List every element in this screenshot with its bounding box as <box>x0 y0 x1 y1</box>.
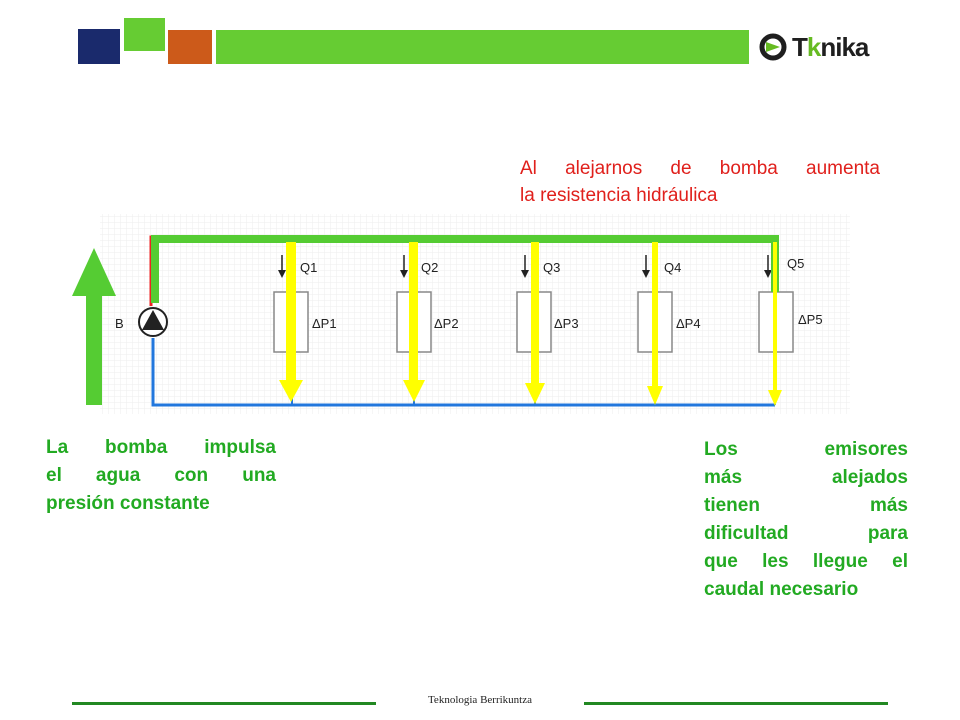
down-arrow-icon <box>403 380 425 402</box>
flow-label: Q5 <box>787 256 804 271</box>
right-caption-line-6: caudal necesario <box>704 579 859 600</box>
flow-label: Q1 <box>300 260 317 275</box>
flow-arrow-1 <box>279 242 303 402</box>
pump-label: B <box>115 316 124 331</box>
header-bar <box>216 30 749 64</box>
flow-arrow-icon <box>521 270 529 278</box>
right-caption-line-3: tienen más <box>704 495 908 516</box>
down-arrow-icon <box>768 390 782 406</box>
flow-label: Q3 <box>543 260 560 275</box>
right-caption: Los emisores más alejados tienen más dif… <box>704 436 908 604</box>
logo-arrow-icon <box>759 33 787 61</box>
flow-arrow-icon <box>764 270 772 278</box>
flow-arrow-2 <box>403 242 425 402</box>
flow-arrow-icon <box>278 270 286 278</box>
pressure-label: ΔP1 <box>312 316 337 331</box>
flow-arrow-3 <box>525 242 545 404</box>
pump-arrow-icon <box>142 310 164 330</box>
down-arrow-icon <box>279 380 303 402</box>
logo-text: Tknika <box>792 32 869 62</box>
flow-arrow-5 <box>768 242 782 406</box>
footer-line-right <box>584 702 888 705</box>
flow-arrow-4 <box>647 242 663 405</box>
pump: B <box>115 307 168 337</box>
flow-arrow-icon <box>400 270 408 278</box>
right-caption-line-1: Los emisores <box>704 439 908 460</box>
tknika-logo: Tknika <box>758 30 898 64</box>
diagram-background <box>100 214 850 414</box>
left-caption: La bomba impulsa el agua con una presión… <box>46 434 276 518</box>
pressure-label: ΔP5 <box>798 312 823 327</box>
flow-label: Q4 <box>664 260 681 275</box>
pressure-label: ΔP2 <box>434 316 459 331</box>
top-caption: Al alejarnos de bomba aumenta la resiste… <box>520 155 880 209</box>
pressure-up-arrow <box>72 248 116 405</box>
flow-arrow-icon <box>642 270 650 278</box>
left-caption-line-1: La bomba impulsa <box>46 437 276 458</box>
top-caption-line-1: Al alejarnos de bomba aumenta <box>520 158 880 179</box>
pressure-label: ΔP3 <box>554 316 579 331</box>
header-square-lime <box>124 18 165 51</box>
right-caption-line-5: que les llegue el <box>704 551 908 572</box>
header-square-navy <box>78 29 120 64</box>
footer-line-left <box>72 702 376 705</box>
left-caption-line-3: presión constante <box>46 493 210 514</box>
footer-text: Teknologia Berrikuntza <box>427 694 532 706</box>
header-square-orange <box>168 30 212 64</box>
flow-label: Q2 <box>421 260 438 275</box>
left-caption-line-2: el agua con una <box>46 465 276 486</box>
right-caption-line-4: dificultad para <box>704 523 908 544</box>
down-arrow-icon <box>647 386 663 405</box>
top-caption-line-2: la resistencia hidráulica <box>520 185 718 206</box>
right-caption-line-2: más alejados <box>704 467 908 488</box>
down-arrow-icon <box>525 383 545 404</box>
pressure-label: ΔP4 <box>676 316 701 331</box>
return-pipe <box>151 338 775 407</box>
up-arrow-icon <box>72 248 116 296</box>
